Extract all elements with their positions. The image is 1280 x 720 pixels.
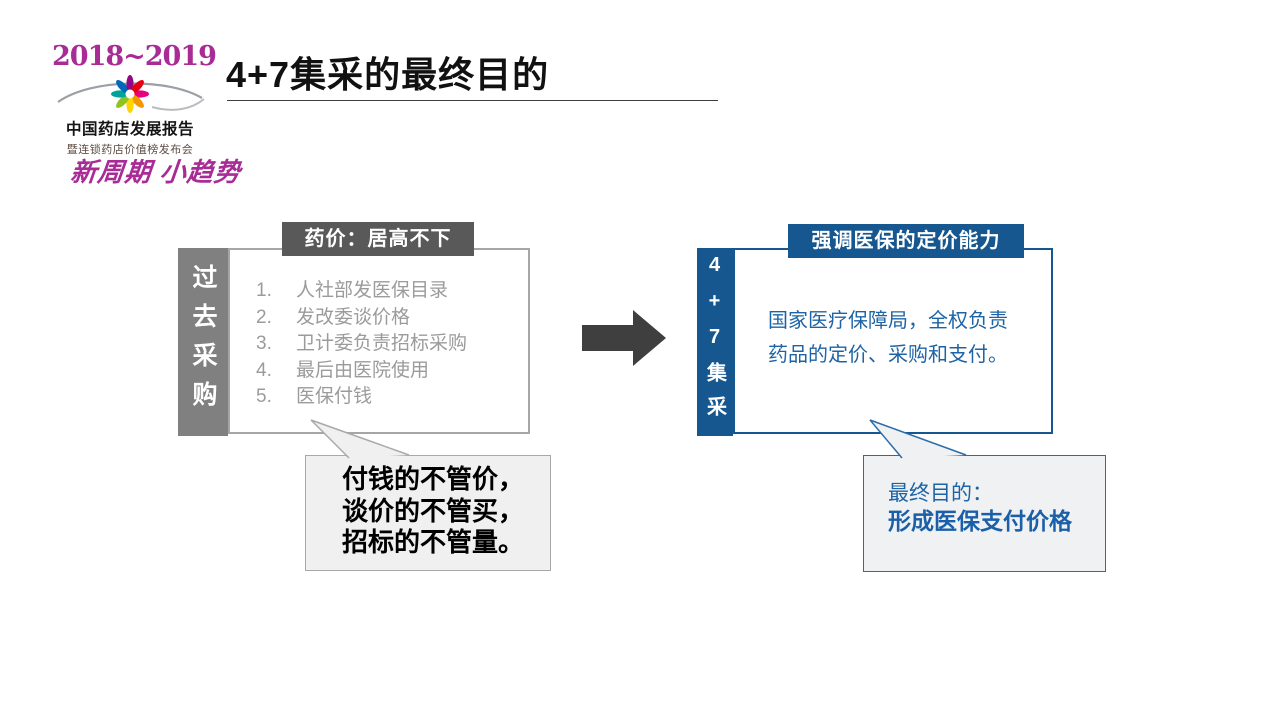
past-sidebar: 过去采购 [178,248,228,436]
logo-pinwheel-icon [111,75,149,113]
future-box: 国家医疗保障局，全权负责 药品的定价、采购和支付。 [733,248,1053,434]
list-item-text: 发改委谈价格 [296,306,411,328]
list-item-text: 最后由医院使用 [296,359,430,381]
future-box-text: 国家医疗保障局，全权负责 药品的定价、采购和支付。 [735,250,1051,372]
flow-arrow-icon [582,310,666,366]
past-badge: 药价：居高不下 [282,222,474,256]
callout-future-text: 最终目的： 形成医保支付价格 [864,456,1105,536]
callout-future-line2: 形成医保支付价格 [888,508,1072,534]
logo-slogan: 新周期 小趋势 [69,157,243,187]
callout-future-line1: 最终目的： [888,482,993,505]
callout-past-line2: 谈价的不管买， [342,495,525,526]
list-item-text: 医保付钱 [296,386,373,407]
list-item: 3. 卫计委负责招标采购 [256,331,528,358]
past-sidebar-label: 过去采购 [189,264,217,420]
past-box: 1. 人社部发医保目录 2. 发改委谈价格 3. 卫计委负责招标采购 4. 最后… [228,248,530,434]
future-sidebar: 4+7集采 [697,248,733,436]
callout-past: 付钱的不管价， 谈价的不管买， 招标的不管量。 [305,455,551,571]
callout-past-line1: 付钱的不管价， [342,464,525,494]
logo-swoosh-icon [57,75,205,113]
list-item-number: 5. [256,386,272,407]
list-item-text: 人社部发医保目录 [296,280,449,301]
list-item-number: 3. [256,333,272,354]
logo-report-subtitle: 暨连锁药店价值榜发布会 [66,144,194,156]
future-box-text-line2: 药品的定价、采购和支付。 [768,344,1008,366]
list-item: 4. 最后由医院使用 [256,358,528,385]
report-logo: 2018~2019 中国药店发展报告 暨连锁药店价值榜发布会 [52,41,217,157]
list-item: 5. 医保付钱 [256,384,528,411]
future-box-text-line1: 国家医疗保障局，全权负责 [768,310,1008,332]
list-item-text: 卫计委负责招标采购 [296,333,468,354]
title-underline [227,100,718,101]
future-sidebar-label: 4+7集采 [703,254,726,430]
list-item: 2. 发改委谈价格 [256,305,528,332]
list-item-number: 2. [256,306,272,328]
logo-years: 2018~2019 [52,41,217,72]
future-badge: 强调医保的定价能力 [788,224,1024,258]
callout-future: 最终目的： 形成医保支付价格 [863,455,1106,572]
callout-past-line3: 招标的不管量。 [342,527,525,557]
list-item-number: 1. [256,280,272,301]
list-item-number: 4. [256,359,272,381]
logo-report-title: 中国药店发展报告 [65,121,194,138]
past-process-list: 1. 人社部发医保目录 2. 发改委谈价格 3. 卫计委负责招标采购 4. 最后… [230,250,528,411]
callout-past-text: 付钱的不管价， 谈价的不管买， 招标的不管量。 [306,456,550,559]
page-title: 4+7集采的最终目的 [226,54,550,95]
list-item: 1. 人社部发医保目录 [256,278,528,305]
